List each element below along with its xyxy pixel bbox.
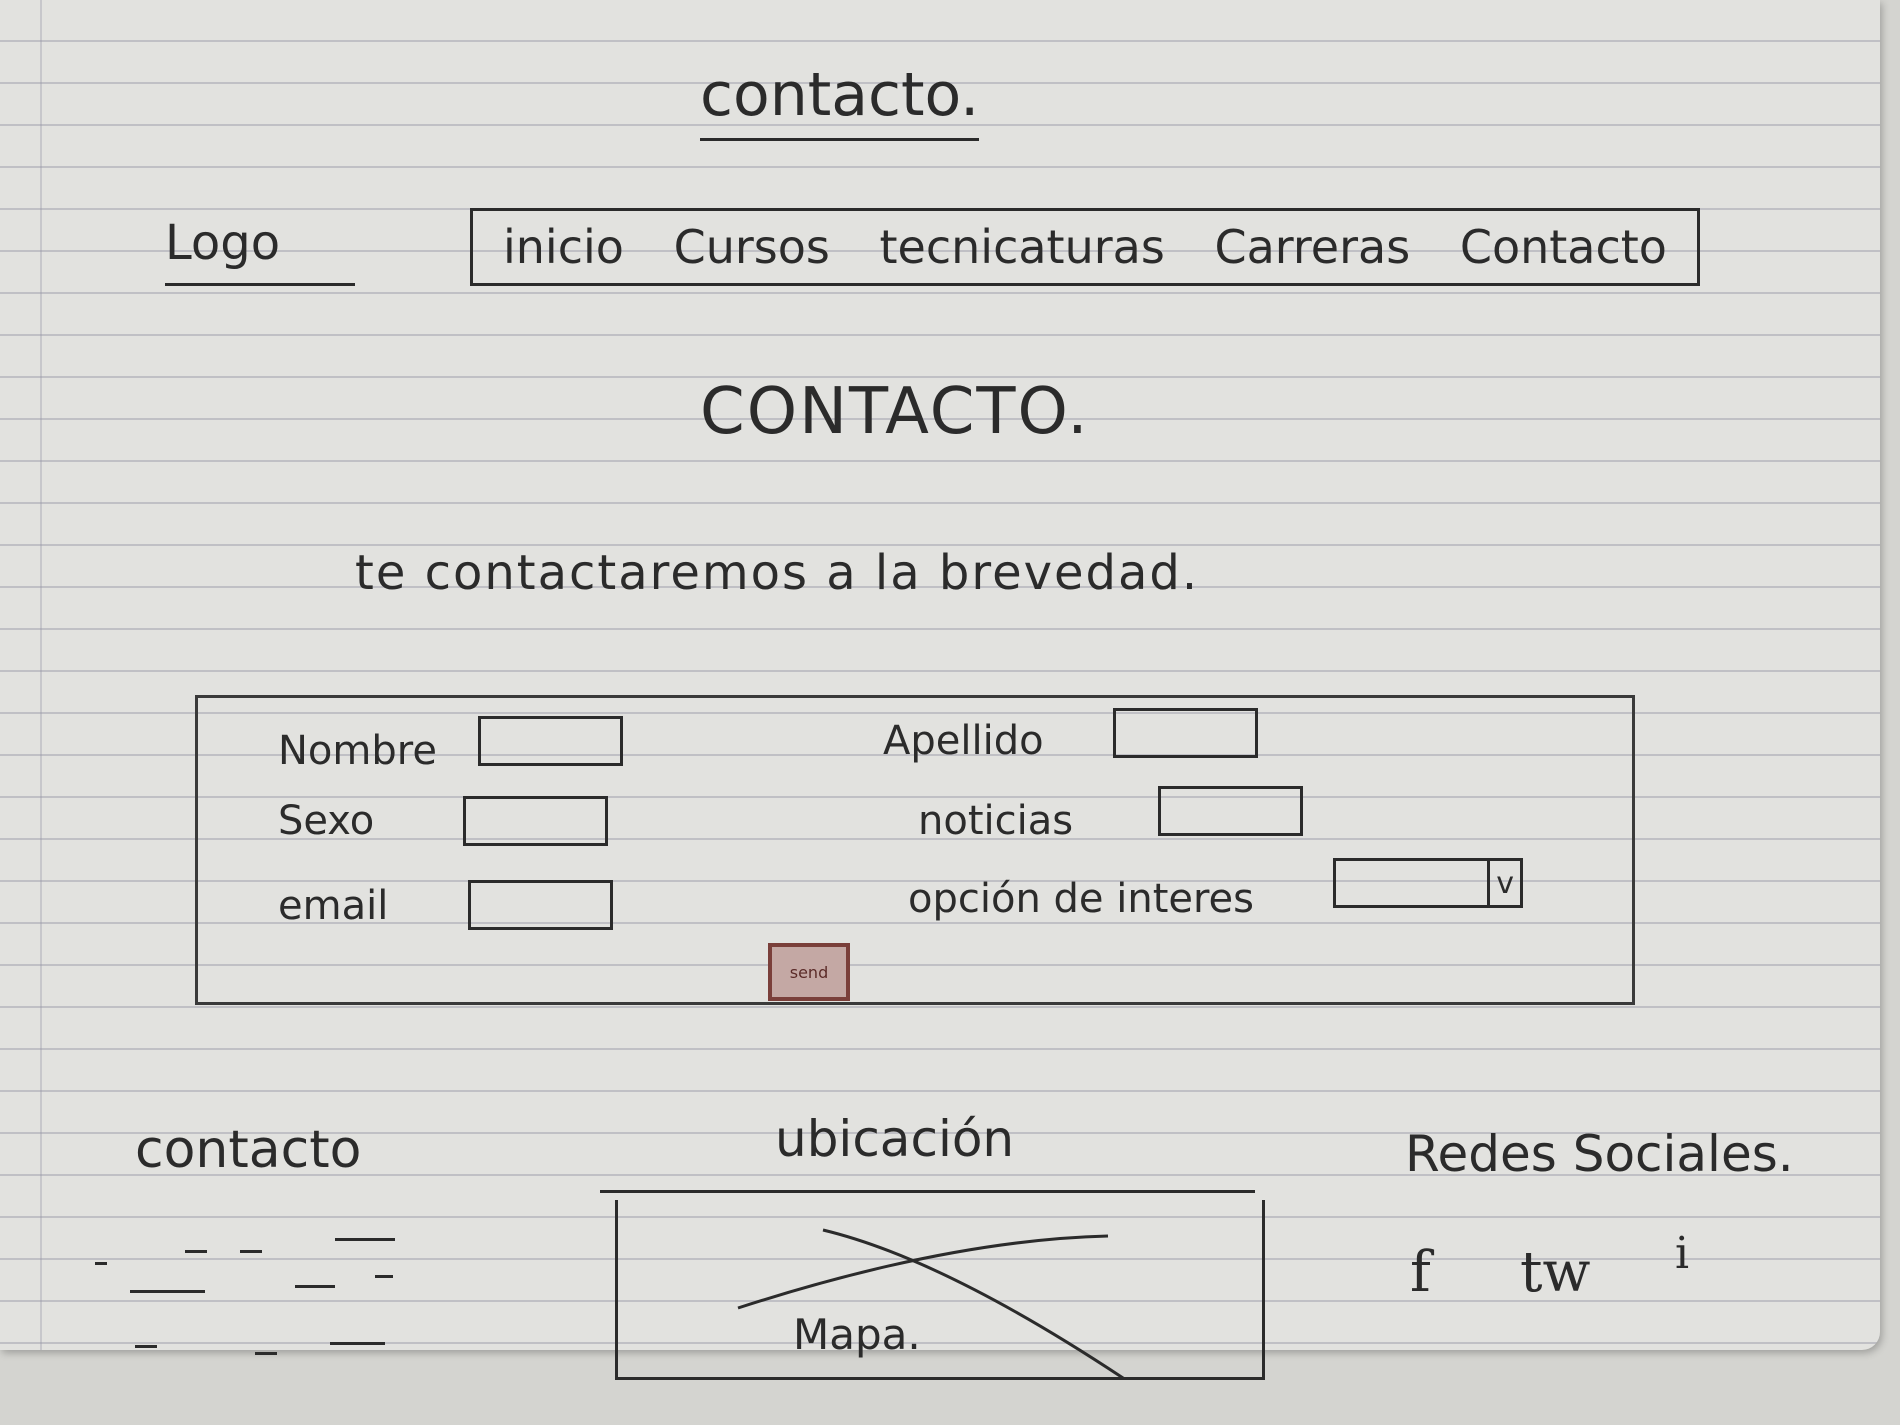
nav-item-contacto[interactable]: Contacto bbox=[1459, 220, 1667, 274]
apellido-input[interactable] bbox=[1113, 708, 1258, 758]
contact-line bbox=[240, 1250, 262, 1253]
email-label: email bbox=[278, 883, 389, 929]
nombre-label: Nombre bbox=[278, 728, 437, 774]
send-button-label: send bbox=[789, 962, 829, 982]
map-top-line bbox=[600, 1190, 1255, 1193]
contact-line bbox=[185, 1250, 207, 1253]
footer-location-title: ubicación bbox=[775, 1110, 1015, 1168]
twitter-icon[interactable]: tw bbox=[1520, 1240, 1591, 1305]
email-input[interactable] bbox=[468, 880, 613, 930]
apellido-label: Apellido bbox=[883, 718, 1044, 764]
chevron-down-icon: v bbox=[1487, 861, 1520, 905]
section-subtitle: te contactaremos a la brevedad. bbox=[355, 545, 1200, 601]
section-heading: CONTACTO. bbox=[700, 375, 1090, 449]
send-button[interactable]: send bbox=[768, 943, 850, 1001]
nav-item-cursos[interactable]: Cursos bbox=[673, 220, 830, 274]
sexo-input[interactable] bbox=[463, 796, 608, 846]
facebook-icon[interactable]: f bbox=[1410, 1240, 1431, 1305]
nav-item-tecnicaturas[interactable]: tecnicaturas bbox=[879, 220, 1165, 274]
contact-line bbox=[330, 1342, 385, 1345]
noticias-label: noticias bbox=[918, 798, 1074, 844]
contact-line bbox=[95, 1262, 107, 1265]
map-cross-icon bbox=[737, 1228, 1125, 1377]
opcion-select[interactable]: v bbox=[1333, 858, 1523, 908]
footer-contact-title: contacto bbox=[135, 1120, 362, 1180]
contact-line bbox=[295, 1285, 335, 1288]
contact-line bbox=[255, 1352, 277, 1355]
logo[interactable]: Logo bbox=[165, 215, 355, 286]
map-placeholder[interactable]: Mapa. bbox=[615, 1200, 1265, 1380]
noticias-input[interactable] bbox=[1158, 786, 1303, 836]
page-title: contacto. bbox=[700, 60, 980, 141]
map-label: Mapa. bbox=[793, 1310, 921, 1359]
nav-item-inicio[interactable]: inicio bbox=[503, 220, 624, 274]
contact-line bbox=[130, 1290, 205, 1293]
margin-line bbox=[40, 0, 42, 1350]
contact-line bbox=[335, 1238, 395, 1241]
contact-line bbox=[375, 1275, 393, 1278]
contact-form: Nombre Apellido Sexo noticias email opci… bbox=[195, 695, 1635, 1005]
nombre-input[interactable] bbox=[478, 716, 623, 766]
opcion-label: opción de interes bbox=[908, 876, 1254, 922]
nav-item-carreras[interactable]: Carreras bbox=[1214, 220, 1411, 274]
nav-bar: inicio Cursos tecnicaturas Carreras Cont… bbox=[470, 208, 1700, 286]
footer-social-title: Redes Sociales. bbox=[1405, 1125, 1794, 1183]
instagram-icon[interactable]: i bbox=[1675, 1228, 1690, 1279]
contact-line bbox=[135, 1345, 157, 1348]
sexo-label: Sexo bbox=[278, 798, 375, 844]
notebook-paper: contacto. Logo inicio Cursos tecnicatura… bbox=[0, 0, 1880, 1380]
